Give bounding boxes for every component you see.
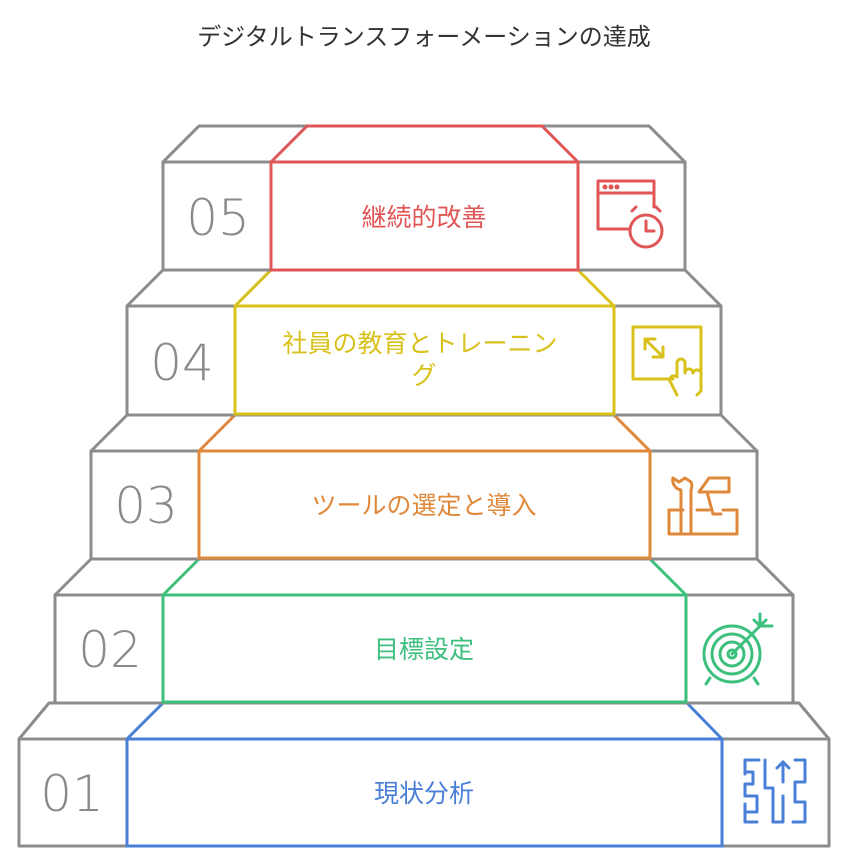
workflow-icon	[743, 758, 807, 824]
step-02-highlight-front	[161, 593, 688, 704]
step-01-highlight-top	[125, 701, 724, 741]
step-02-highlight-top	[161, 557, 688, 597]
step-01-label: 現状分析	[374, 779, 474, 808]
step-05-top-face	[161, 124, 687, 164]
step-03-highlight-top	[197, 413, 652, 453]
step-01-number: 01	[40, 765, 104, 823]
step-05-number: 05	[186, 189, 250, 247]
step-05: 05 継続的改善	[161, 124, 687, 272]
step-03-highlight-front	[197, 449, 652, 560]
schedule-window-icon	[596, 179, 664, 249]
step-04-label: 社員の教育とトレーニン グ	[283, 329, 566, 390]
diagram-title: デジタルトランスフォーメーションの達成	[197, 23, 651, 51]
step-03-label: ツールの選定と導入	[311, 491, 536, 520]
step-05-highlight-front	[269, 160, 580, 272]
step-05-highlight-top	[269, 124, 580, 164]
step-03: 03 ツールの選定と導入	[89, 413, 759, 561]
step-03-top-face	[89, 413, 759, 453]
toolbox-icon	[667, 476, 739, 536]
step-01-highlight-front	[125, 737, 724, 848]
target-icon	[702, 612, 774, 686]
step-02: 02 目標設定	[53, 557, 795, 705]
step-01: 01 現状分析	[17, 701, 831, 848]
step-01-top-face	[17, 701, 831, 741]
step-02-label: 目標設定	[374, 635, 474, 664]
step-03-number: 03	[114, 477, 178, 535]
step-04-number: 04	[150, 334, 214, 392]
step-04-top-face	[125, 268, 723, 308]
step-02-number: 02	[78, 621, 142, 679]
touch-expand-icon	[631, 325, 703, 397]
step-04-highlight-front	[233, 304, 616, 416]
step-04: 04 社員の教育とトレーニン グ	[125, 268, 723, 417]
step-04-highlight-top	[233, 268, 616, 308]
step-05-label: 継続的改善	[361, 203, 486, 232]
